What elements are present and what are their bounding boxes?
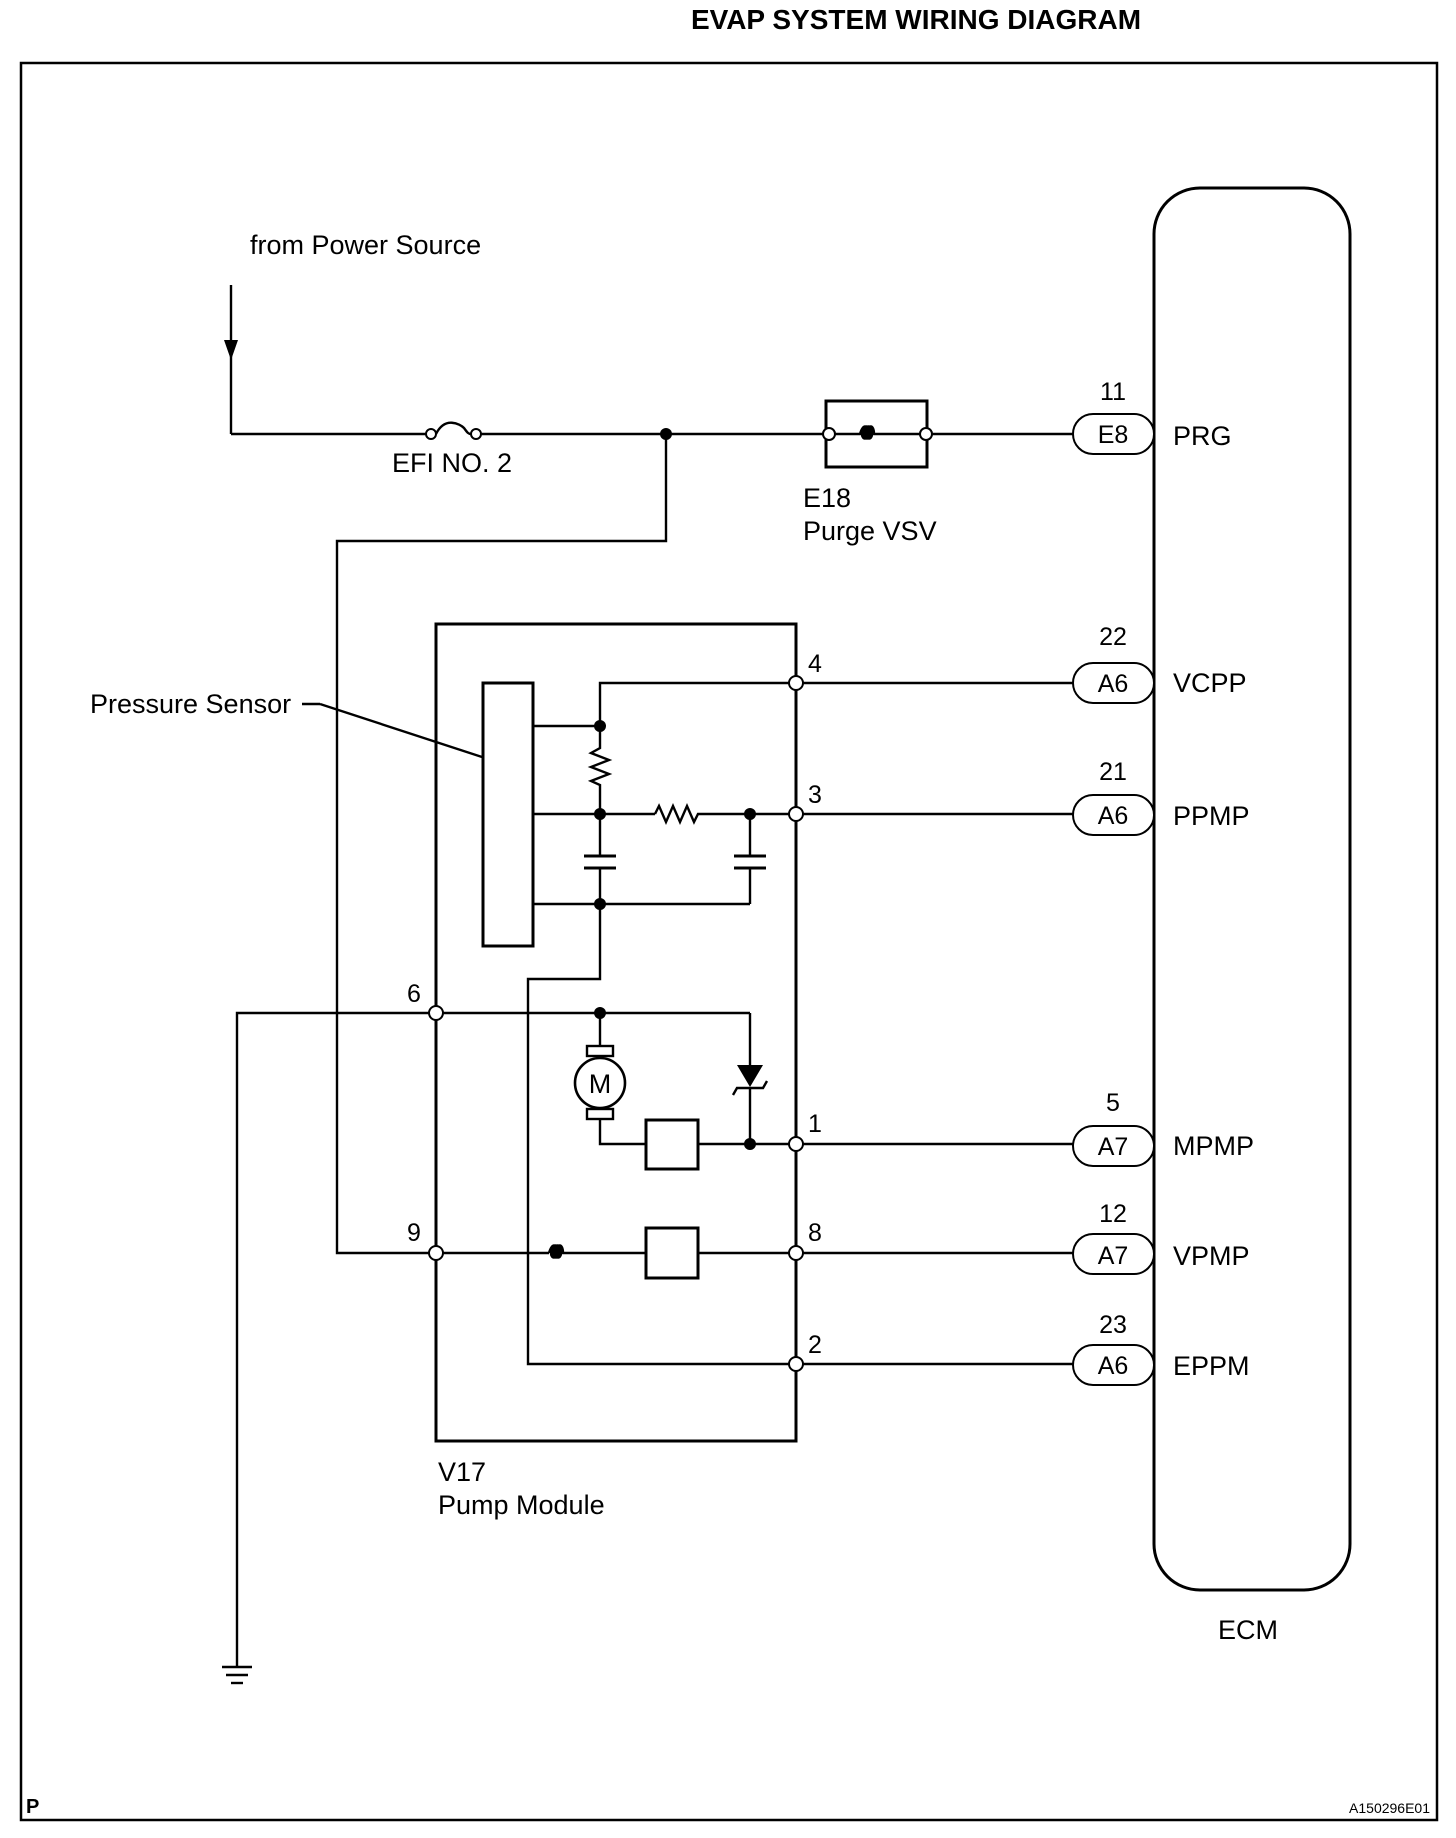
pressure-sensor-label: Pressure Sensor <box>90 689 291 719</box>
module-terminal-3 <box>788 806 804 822</box>
ecm-pin-conn: A6 <box>1098 670 1129 698</box>
module-pin-label: 4 <box>808 650 822 678</box>
ecm-pin-signal: VPMP <box>1173 1241 1250 1271</box>
ecm-pin-conn: A7 <box>1098 1133 1129 1161</box>
zener-node <box>744 1138 756 1150</box>
ground-icon <box>222 1665 252 1685</box>
corner-mark: P <box>26 1796 39 1818</box>
power-source-arrow-head <box>224 340 238 360</box>
ecm-pin-mpmp: A7 5 MPMP <box>1072 1089 1254 1167</box>
ecm-pin-num: 23 <box>1099 1311 1127 1339</box>
ecm-pin-conn: E8 <box>1098 421 1129 449</box>
ecm-pin-num: 11 <box>1100 378 1126 406</box>
ecm-pin-conn: A6 <box>1098 802 1129 830</box>
module-terminal-6 <box>428 1005 444 1021</box>
purge-vsv-coil <box>835 425 920 440</box>
module-pin-label: 1 <box>808 1110 822 1138</box>
motor-symbol: M <box>589 1069 612 1099</box>
ecm-pin-eppm: A6 23 EPPM <box>1072 1311 1250 1386</box>
power-branch-to-module <box>335 434 668 1255</box>
sensor-resistor-vertical <box>587 726 613 814</box>
figure-id: A150296E01 <box>1349 1800 1430 1816</box>
module-terminal-9 <box>428 1245 444 1261</box>
module-terminal-8 <box>788 1245 804 1261</box>
motor-brush-top <box>585 1044 615 1058</box>
sensor-resistor-horizontal <box>653 803 750 825</box>
ground-wire-pin6 <box>235 1011 436 1667</box>
ecm-pin-ppmp: A6 21 PPMP <box>1072 758 1250 836</box>
diagram-title: EVAP SYSTEM WIRING DIAGRAM <box>691 4 1141 35</box>
motor-brush-bottom <box>585 1107 615 1121</box>
ecm-pin-signal: PRG <box>1173 421 1232 451</box>
ecm-label: ECM <box>1218 1615 1278 1645</box>
purge-vsv-terminal-right <box>919 427 933 441</box>
ecm-pin-num: 21 <box>1099 758 1127 786</box>
ecm-pin-vpmp: A7 12 VPMP <box>1072 1200 1250 1275</box>
ecm-pin-signal: EPPM <box>1173 1351 1250 1381</box>
pressure-sensor-leader-diag <box>319 702 483 759</box>
module-vsv-coil <box>547 1244 646 1259</box>
fuse-label: EFI NO. 2 <box>392 448 512 478</box>
zener-diode-icon <box>737 1065 763 1087</box>
ecm-box <box>1152 186 1352 1592</box>
pump-module-code: V17 <box>438 1457 486 1487</box>
purge-vsv-code: E18 <box>803 483 851 513</box>
ecm-pin-vcpp: A6 22 VCPP <box>1072 623 1247 704</box>
module-terminal-2 <box>788 1356 804 1372</box>
module-pin-label: 2 <box>808 1331 822 1359</box>
ecm-pin-num: 12 <box>1099 1200 1127 1228</box>
purge-vsv-terminal-left <box>822 427 836 441</box>
module-pin-label: 3 <box>808 781 822 809</box>
sensor-wire-to-pin2 <box>526 904 796 1366</box>
ecm-pin-num: 5 <box>1106 1089 1120 1117</box>
ecm-pin-num: 22 <box>1099 623 1127 651</box>
module-pin-label: 9 <box>407 1219 421 1247</box>
sensor-wire-4 <box>598 681 796 726</box>
module-pin-label: 8 <box>808 1219 822 1247</box>
module-pin-label: 6 <box>407 980 421 1008</box>
ecm-pin-prg: E8 11 PRG <box>1072 378 1232 455</box>
ecm-pin-conn: A6 <box>1098 1352 1129 1380</box>
motor-relay-box <box>644 1118 700 1171</box>
pump-module-box <box>434 622 798 1443</box>
module-vsv-box <box>644 1226 700 1280</box>
ecm-pin-signal: PPMP <box>1173 801 1250 831</box>
fuse-efi-no2 <box>425 421 482 440</box>
ecm-pin-signal: VCPP <box>1173 668 1247 698</box>
power-source-label: from Power Source <box>250 230 481 260</box>
ecm-pin-conn: A7 <box>1098 1242 1129 1270</box>
diagram-frame <box>19 61 1439 1822</box>
purge-vsv-name: Purge VSV <box>803 516 937 546</box>
ecm-pin-signal: MPMP <box>1173 1131 1254 1161</box>
pressure-sensor-body <box>481 681 535 948</box>
motor-wire-bottom <box>598 1119 646 1146</box>
module-terminal-1 <box>788 1136 804 1152</box>
pump-module-name: Pump Module <box>438 1490 605 1520</box>
module-terminal-4 <box>788 675 804 691</box>
